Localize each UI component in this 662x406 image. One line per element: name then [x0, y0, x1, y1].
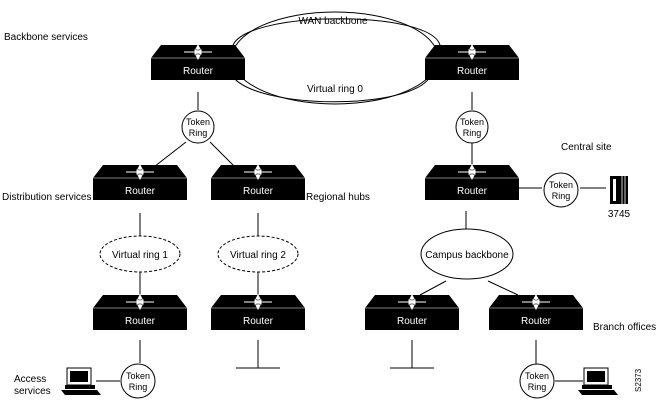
- fep-label: 3745: [608, 209, 631, 220]
- router-label: Router: [457, 66, 488, 77]
- token-ring-label-1: Token: [126, 371, 150, 381]
- token-ring-backbone-left[interactable]: Token Ring: [181, 110, 215, 144]
- router-label: Router: [125, 316, 156, 327]
- router-branch-1[interactable]: Router: [364, 294, 460, 331]
- token-ring-label-2: Ring: [463, 128, 482, 138]
- token-ring-central-site[interactable]: Token Ring: [543, 172, 579, 208]
- workstation-access[interactable]: [60, 367, 102, 396]
- token-ring-icon: [519, 363, 555, 399]
- router-central-site[interactable]: Router: [424, 164, 520, 201]
- workstation-icon: [577, 367, 619, 396]
- router-access-1[interactable]: Router: [92, 294, 188, 331]
- router-label: Router: [183, 66, 214, 77]
- token-ring-label-1: Token: [186, 117, 210, 127]
- router-regional-hub[interactable]: Router: [210, 164, 306, 201]
- virtual-ring-1-label: Virtual ring 1: [112, 250, 168, 261]
- virtual-ring-0-label: Virtual ring 0: [307, 84, 363, 95]
- router-branch-2[interactable]: Router: [488, 294, 584, 331]
- token-ring-label-2: Ring: [552, 191, 571, 201]
- token-ring-label-1: Token: [460, 117, 484, 127]
- token-ring-label-2: Ring: [129, 382, 148, 392]
- router-backbone-right[interactable]: Router: [424, 44, 520, 81]
- router-label: Router: [243, 186, 274, 197]
- campus-backbone-ellipse: [420, 228, 514, 280]
- figure-id-label: S2373: [634, 368, 643, 392]
- token-ring-backbone-right[interactable]: Token Ring: [455, 110, 489, 144]
- central-site-label: Central site: [561, 142, 612, 153]
- regional-hubs-label: Regional hubs: [306, 192, 370, 203]
- branch-offices-label: Branch offices: [593, 322, 656, 333]
- router-label: Router: [457, 186, 488, 197]
- token-ring-label-2: Ring: [528, 382, 547, 392]
- access-services-label-1: Access: [14, 374, 46, 385]
- router-label: Router: [521, 316, 552, 327]
- token-ring-label-1: Token: [525, 371, 549, 381]
- token-ring-branch[interactable]: Token Ring: [519, 363, 555, 399]
- distribution-services-label: Distribution services: [2, 192, 91, 203]
- token-ring-icon: [120, 363, 156, 399]
- router-distribution[interactable]: Router: [92, 164, 188, 201]
- backbone-services-label: Backbone services: [4, 32, 88, 43]
- virtual-ring-1-ellipse: [99, 235, 181, 273]
- virtual-ring-2-label: Virtual ring 2: [230, 250, 286, 261]
- token-ring-label-2: Ring: [189, 128, 208, 138]
- mainframe-fep-icon: [610, 176, 628, 204]
- fep-3745[interactable]: 3745: [608, 176, 631, 220]
- campus-backbone-label: Campus backbone: [425, 250, 509, 261]
- router-label: Router: [397, 316, 428, 327]
- token-ring-label-1: Token: [549, 180, 573, 190]
- workstation-icon: [60, 367, 102, 396]
- token-ring-icon: [543, 172, 579, 208]
- token-ring-access[interactable]: Token Ring: [120, 363, 156, 399]
- router-access-2[interactable]: Router: [210, 294, 306, 331]
- connections: [96, 18, 606, 382]
- token-ring-icon: [455, 110, 489, 144]
- virtual-ring-2-ellipse: [217, 235, 299, 273]
- workstation-branch[interactable]: [577, 367, 619, 396]
- router-label: Router: [243, 316, 274, 327]
- router-label: Router: [125, 186, 156, 197]
- router-backbone-left[interactable]: Router: [150, 44, 246, 81]
- token-ring-icon: [181, 110, 215, 144]
- access-services-label-2: services: [14, 386, 51, 397]
- wan-backbone-label: WAN backbone: [298, 16, 368, 27]
